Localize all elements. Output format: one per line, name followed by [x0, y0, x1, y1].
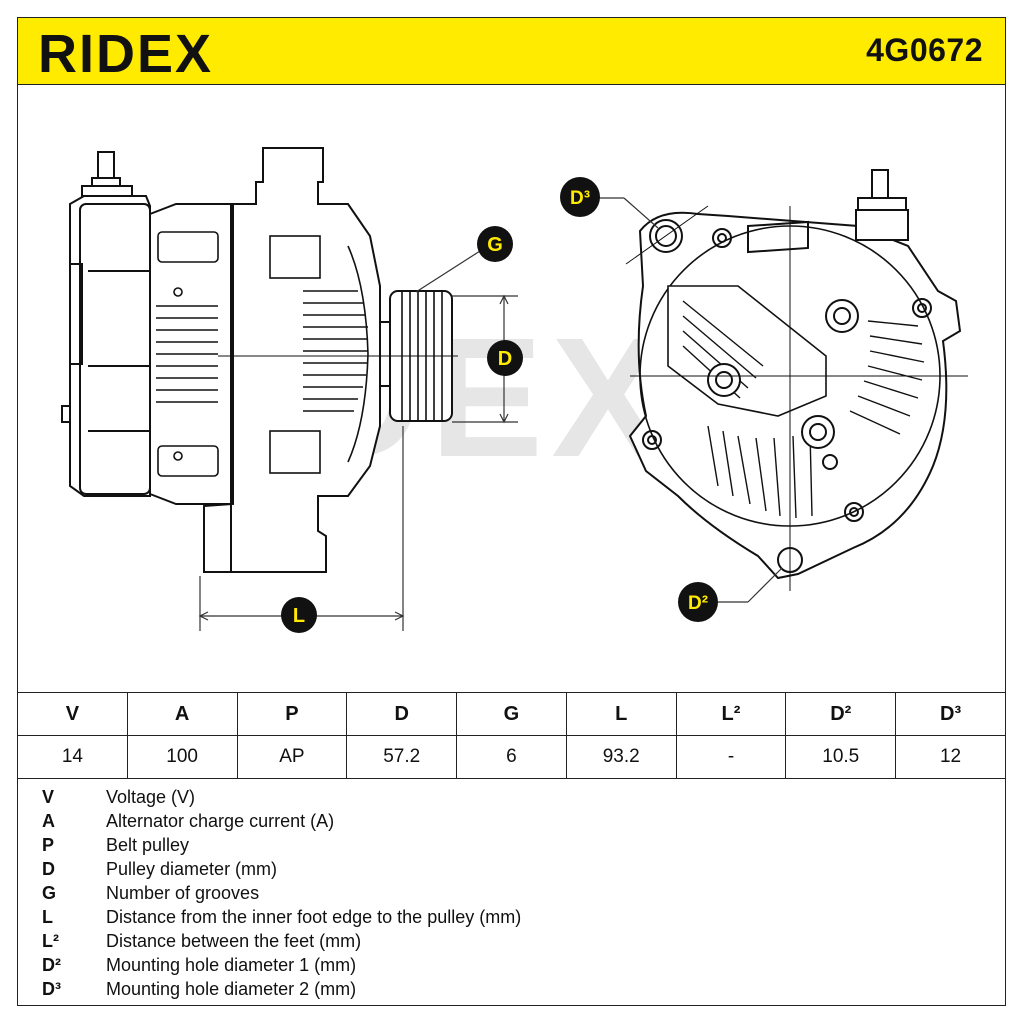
- col-header: P: [236, 692, 348, 736]
- legend-key: L²: [42, 931, 59, 951]
- alternator-drawing: RIDEX: [61, 147, 968, 633]
- svg-text:RIDEX: RIDEX: [38, 24, 213, 80]
- svg-text:D³: D³: [570, 188, 590, 209]
- legend-key: L: [42, 907, 53, 927]
- table-cell: 12: [895, 735, 1006, 779]
- leader-lines: [594, 197, 783, 603]
- rear-view: [625, 169, 968, 591]
- legend-desc: Belt pulley: [106, 835, 190, 855]
- svg-text:L: L: [293, 605, 305, 627]
- legend-item: D Pulley diameter (mm): [18, 859, 1005, 883]
- col-header: V: [17, 692, 128, 736]
- callout-d: D: [487, 340, 523, 376]
- specs-header-row: V A P D G L L² D² D³: [17, 692, 1006, 736]
- legend-key: D: [42, 859, 55, 879]
- table-cell: -: [675, 735, 787, 779]
- legend-item: D² Mounting hole diameter 1 (mm): [18, 955, 1005, 979]
- callout-l: L: [281, 597, 317, 633]
- legend-desc: Distance from the inner foot edge to the…: [106, 907, 522, 927]
- legend-item: L² Distance between the feet (mm): [18, 931, 1005, 955]
- callout-d3: D³: [560, 177, 600, 217]
- legend-key: D²: [42, 955, 61, 975]
- table-cell: 93.2: [565, 735, 677, 779]
- callout-d2: D²: [678, 582, 718, 622]
- legend: V Voltage (V) A Alternator charge curren…: [17, 779, 1006, 1006]
- table-cell: 10.5: [785, 735, 897, 779]
- legend-item: V Voltage (V): [18, 787, 1005, 811]
- legend-desc: Alternator charge current (A): [106, 811, 335, 831]
- svg-text:D²: D²: [688, 593, 708, 614]
- col-header: L²: [675, 692, 787, 736]
- table-cell: 57.2: [346, 735, 458, 779]
- part-number: 4G0672: [866, 32, 983, 68]
- legend-key: A: [42, 811, 55, 831]
- legend-item: L Distance from the inner foot edge to t…: [18, 907, 1005, 931]
- brand-logo: RIDEX: [38, 24, 213, 80]
- legend-desc: Pulley diameter (mm): [106, 859, 278, 879]
- col-header: A: [126, 692, 238, 736]
- specs-value-row: 14 100 AP 57.2 6 93.2 - 10.5 12: [17, 735, 1006, 779]
- legend-desc: Mounting hole diameter 2 (mm): [106, 979, 357, 999]
- col-header: G: [456, 692, 567, 736]
- col-header: D: [346, 692, 458, 736]
- legend-item: D³ Mounting hole diameter 2 (mm): [18, 979, 1005, 1003]
- legend-item: G Number of grooves: [18, 883, 1005, 907]
- legend-item: P Belt pulley: [18, 835, 1005, 859]
- table-cell: 6: [456, 735, 567, 779]
- col-header: D²: [785, 692, 897, 736]
- legend-item: A Alternator charge current (A): [18, 811, 1005, 835]
- col-header: D³: [895, 692, 1006, 736]
- table-cell: 14: [17, 735, 128, 779]
- side-view: [61, 147, 458, 573]
- legend-key: D³: [42, 979, 61, 999]
- legend-key: V: [42, 787, 55, 807]
- legend-key: P: [42, 835, 55, 855]
- col-header: L: [565, 692, 677, 736]
- table-cell: AP: [236, 735, 348, 779]
- svg-text:D: D: [498, 348, 512, 370]
- callout-g: G: [477, 226, 513, 262]
- legend-desc: Distance between the feet (mm): [106, 931, 362, 951]
- legend-key: G: [42, 883, 57, 903]
- table-cell: 100: [126, 735, 238, 779]
- svg-text:G: G: [487, 234, 503, 256]
- specs-table: V A P D G L L² D² D³ 14 100 AP 57.2 6 93…: [17, 692, 1006, 779]
- header-bar: RIDEX 4G0672: [17, 17, 1006, 85]
- legend-desc: Voltage (V): [106, 787, 196, 807]
- legend-desc: Mounting hole diameter 1 (mm): [106, 955, 357, 975]
- legend-desc: Number of grooves: [106, 883, 260, 903]
